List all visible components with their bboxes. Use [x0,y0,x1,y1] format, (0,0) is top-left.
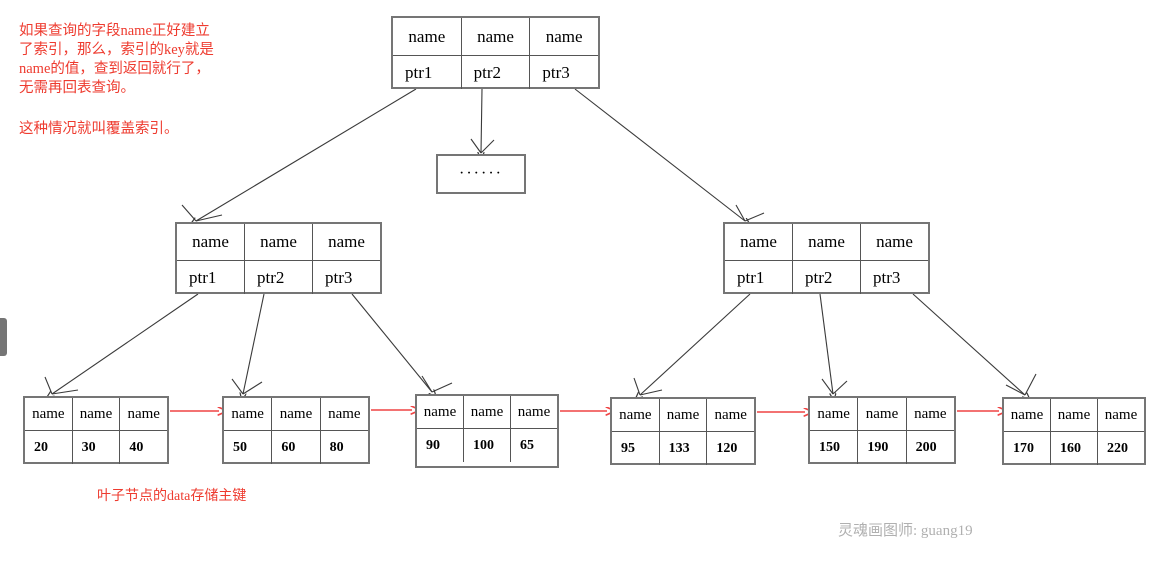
leaf-value-cell: 90 [417,429,464,462]
leaf-value-cell: 50 [224,431,273,464]
leaf-key-cell: name [127,405,160,422]
edge-root-to-right-internal [574,88,765,221]
btree-leaf-node: name name name 95 133 120 [610,397,756,465]
edge-left-internal-to-leaf-1 [231,293,265,394]
edge-right-internal-to-leaf-4 [819,293,848,394]
root-pointer-row: ptr1 ptr2 ptr3 [393,56,598,89]
leaf-key-row: name name name [612,399,754,432]
leaf-value-cell: 200 [915,439,937,455]
leaf-key-cell: name [914,405,947,422]
leaf-key-cell: name [464,396,511,428]
leaf-key-cell: name [417,396,464,428]
leaf-value-row: 90 100 65 [417,429,557,462]
root-key-cell: name [393,18,462,55]
leaf-key-cell: name [73,398,121,430]
leaf-key-cell: name [517,403,551,420]
leaf-value-cell: 150 [810,431,859,464]
leaf-value-cell: 170 [1004,432,1051,465]
leaf-value-cell: 220 [1107,440,1128,456]
internal-key-cell: name [725,224,793,260]
btree-leaf-node: name name name 90 100 65 [415,394,559,468]
internal-key-cell: name [793,224,861,260]
internal-key-cell: name [876,232,913,251]
btree-ellipsis-node: ······ [436,154,526,194]
internal-pointer-row: ptr1 ptr2 ptr3 [177,261,380,294]
root-key-cell: name [545,26,583,46]
internal-key-cell: name [328,232,365,251]
leaf-value-row: 95 133 120 [612,432,754,465]
leaf-key-cell: name [714,406,747,423]
btree-internal-node-left: name name name ptr1 ptr2 ptr3 [175,222,382,294]
root-pointer-cell: ptr1 [393,56,462,89]
leaf-key-cell: name [25,398,73,430]
leaf-key-cell: name [660,399,708,431]
btree-leaf-node: name name name 170 160 220 [1002,397,1146,465]
internal-key-cell: name [245,224,313,260]
leaf-key-cell: name [1051,399,1098,431]
edge-right-internal-to-leaf-3 [633,293,751,395]
leaf-value-cell: 30 [73,431,121,464]
root-key-row: name name name [393,18,598,56]
leaf-value-cell: 120 [716,440,738,456]
btree-leaf-node: name name name 20 30 40 [23,396,169,464]
leaf-key-cell: name [612,399,660,431]
internal-pointer-cell: ptr3 [325,267,353,287]
leaf-key-cell: name [858,398,907,430]
leaf-key-row: name name name [1004,399,1144,432]
internal-pointer-cell: ptr3 [873,267,901,287]
internal-pointer-cell: ptr1 [177,261,245,294]
internal-pointer-row: ptr1 ptr2 ptr3 [725,261,928,294]
leaf-value-row: 150 190 200 [810,431,954,464]
btree-internal-node-right: name name name ptr1 ptr2 ptr3 [723,222,930,294]
leaf-value-cell: 160 [1051,432,1098,465]
leaf-value-cell: 40 [129,439,144,455]
leaf-key-cell: name [1104,406,1138,423]
leaf-value-cell: 20 [25,431,73,464]
author-watermark: 灵魂画图师: guang19 [838,523,973,539]
edge-root-to-left-internal [181,88,417,221]
leaf-key-cell: name [224,398,273,430]
edge-right-internal-to-leaf-5 [912,293,1037,395]
internal-key-cell: name [177,224,245,260]
leaf-value-cell: 80 [329,439,344,455]
leaf-value-cell: 190 [858,431,907,464]
leaf-value-row: 50 60 80 [224,431,368,464]
btree-root-node: name name name ptr1 ptr2 ptr3 [391,16,600,89]
edge-left-internal-to-leaf-2 [351,293,453,392]
root-pointer-cell: ptr2 [462,56,531,89]
leaf-key-row: name name name [25,398,167,431]
leaf-key-row: name name name [224,398,368,431]
leaf-key-cell: name [810,398,859,430]
leaf-key-cell: name [272,398,321,430]
leaf-value-row: 170 160 220 [1004,432,1144,465]
edge-left-internal-to-leaf-0 [44,293,199,394]
leaf-key-cell: name [1004,399,1051,431]
edge-root-to-ellipsis [470,88,495,153]
leaf-value-cell: 95 [612,432,660,465]
internal-key-row: name name name [725,224,928,261]
root-pointer-cell: ptr3 [542,62,570,82]
page-scroll-handle[interactable] [0,318,7,356]
internal-key-row: name name name [177,224,380,261]
leaf-value-cell: 65 [520,437,534,453]
leaf-key-cell: name [328,405,361,422]
root-key-cell: name [462,18,531,55]
leaf-key-row: name name name [810,398,954,431]
leaf-key-row: name name name [417,396,557,429]
internal-pointer-cell: ptr2 [793,261,861,294]
internal-pointer-cell: ptr2 [245,261,313,294]
leaf-value-cell: 133 [660,432,708,465]
leaf-value-row: 20 30 40 [25,431,167,464]
internal-pointer-cell: ptr1 [725,261,793,294]
btree-leaf-node: name name name 50 60 80 [222,396,370,464]
covering-index-explanation-text: 如果查询的字段name正好建立 了索引，那么，索引的key就是 name的值，查… [19,23,214,96]
covering-index-conclusion-text: 这种情况就叫覆盖索引。 [19,121,179,137]
leaf-data-note-text: 叶子节点的data存储主键 [97,489,247,504]
btree-leaf-node: name name name 150 190 200 [808,396,956,464]
leaf-value-cell: 100 [464,429,511,462]
leaf-value-cell: 60 [272,431,321,464]
